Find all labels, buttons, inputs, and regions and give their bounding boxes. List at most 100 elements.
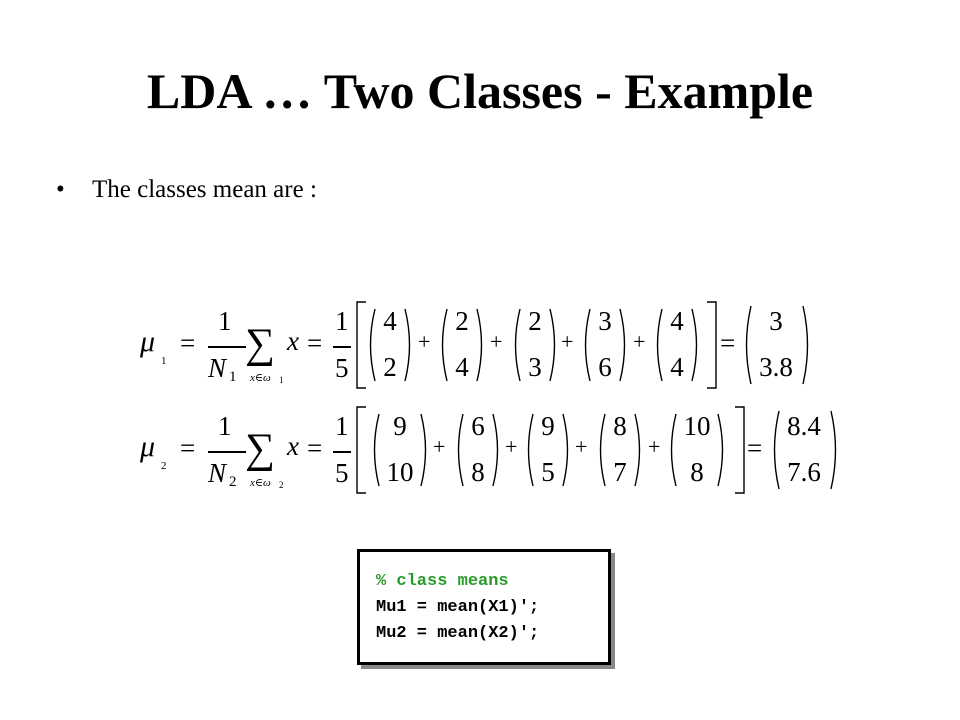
sum-subscript-index: 1	[279, 375, 284, 385]
result-right-paren	[802, 305, 809, 385]
fraction-numerator: 1	[335, 306, 349, 336]
sum-symbol: ∑	[245, 426, 275, 472]
vector-entry: 7	[613, 457, 627, 487]
vector-entry: 2	[528, 306, 542, 336]
plus-sign: +	[505, 434, 518, 459]
mu-symbol: μ	[140, 430, 156, 463]
plus-sign: +	[490, 329, 503, 354]
vector-entry: 6	[471, 411, 485, 441]
equals-sign: =	[180, 433, 196, 463]
plus-sign: +	[561, 329, 574, 354]
n-subscript: 1	[229, 369, 237, 385]
vector-entry: 2	[383, 352, 397, 382]
code-line-1: Mu1 = mean(X1)';	[376, 598, 540, 617]
vector-right-paren	[476, 308, 483, 382]
variable-x: x	[287, 326, 299, 356]
mu-index: 1	[161, 355, 167, 367]
vector-left-paren	[656, 308, 663, 382]
mu-index: 2	[161, 460, 167, 472]
equals-sign: =	[747, 433, 763, 463]
fraction-numerator: 1	[218, 411, 232, 441]
plus-sign: +	[575, 434, 588, 459]
equals-sign: =	[307, 328, 323, 358]
result-left-paren	[773, 410, 780, 490]
vector-right-paren	[492, 413, 499, 487]
vector-right-paren	[619, 308, 626, 382]
vector-left-paren	[514, 308, 521, 382]
fraction-denominator: 5	[335, 458, 349, 488]
vector-entry: 4	[670, 352, 684, 382]
plus-sign: +	[433, 434, 446, 459]
vector-entry: 9	[393, 411, 407, 441]
bullet-item: • The classes mean are :	[56, 176, 317, 204]
result-entry: 8.4	[787, 411, 821, 441]
fraction-denominator: N	[208, 353, 227, 383]
plus-sign: +	[418, 329, 431, 354]
vector-entry: 8	[690, 457, 704, 487]
vector-right-paren	[549, 308, 556, 382]
vector-left-paren	[457, 413, 464, 487]
vector-left-paren	[527, 413, 534, 487]
vector-left-paren	[369, 308, 376, 382]
result-left-paren	[745, 305, 752, 385]
left-bracket	[356, 301, 366, 389]
vector-right-paren	[562, 413, 569, 487]
vector-right-paren	[717, 413, 724, 487]
vector-entry: 2	[455, 306, 469, 336]
code-comment: % class means	[376, 572, 509, 591]
vector-entry: 3	[528, 352, 542, 382]
fraction-bar	[208, 346, 246, 348]
fraction-denominator: N	[208, 458, 227, 488]
left-bracket	[356, 406, 366, 494]
bullet-text: The classes mean are :	[92, 176, 317, 203]
code-line-2: Mu2 = mean(X2)';	[376, 624, 540, 643]
vector-left-paren	[670, 413, 677, 487]
vector-entry: 10	[683, 411, 711, 441]
slide-title: LDA … Two Classes - Example	[146, 63, 814, 119]
fraction-numerator: 1	[335, 411, 349, 441]
equals-sign: =	[180, 328, 196, 358]
vector-entry: 4	[455, 352, 469, 382]
result-right-paren	[830, 410, 837, 490]
plus-sign: +	[648, 434, 661, 459]
vector-right-paren	[420, 413, 427, 487]
fraction-bar	[208, 451, 246, 453]
variable-x: x	[287, 431, 299, 461]
fraction-bar	[333, 346, 351, 348]
mu-symbol: μ	[140, 325, 156, 358]
vector-left-paren	[373, 413, 380, 487]
fraction-denominator: 5	[335, 353, 349, 383]
bullet-dot: •	[56, 176, 65, 203]
vector-right-paren	[404, 308, 411, 382]
code-box: % class means Mu1 = mean(X1)'; Mu2 = mea…	[357, 549, 611, 665]
fraction-numerator: 1	[218, 306, 232, 336]
vector-left-paren	[599, 413, 606, 487]
equals-sign: =	[720, 328, 736, 358]
vector-right-paren	[691, 308, 698, 382]
vector-entry: 4	[670, 306, 684, 336]
right-bracket	[707, 301, 717, 389]
plus-sign: +	[633, 329, 646, 354]
vector-left-paren	[441, 308, 448, 382]
fraction-bar	[333, 451, 351, 453]
vector-entry: 8	[471, 457, 485, 487]
equals-sign: =	[307, 433, 323, 463]
result-entry: 7.6	[787, 457, 821, 487]
vector-entry: 4	[383, 306, 397, 336]
sum-subscript-index: 2	[279, 480, 284, 490]
vector-entry: 6	[598, 352, 612, 382]
vector-entry: 5	[541, 457, 555, 487]
vector-entry: 10	[386, 457, 414, 487]
sum-subscript: x∈ω	[250, 372, 271, 384]
vector-entry: 8	[613, 411, 627, 441]
vector-right-paren	[634, 413, 641, 487]
n-subscript: 2	[229, 474, 237, 490]
vector-entry: 3	[598, 306, 612, 336]
sum-subscript: x∈ω	[250, 477, 271, 489]
result-entry: 3.8	[759, 352, 793, 382]
vector-entry: 9	[541, 411, 555, 441]
result-entry: 3	[769, 306, 783, 336]
right-bracket	[735, 406, 745, 494]
sum-symbol: ∑	[245, 321, 275, 367]
